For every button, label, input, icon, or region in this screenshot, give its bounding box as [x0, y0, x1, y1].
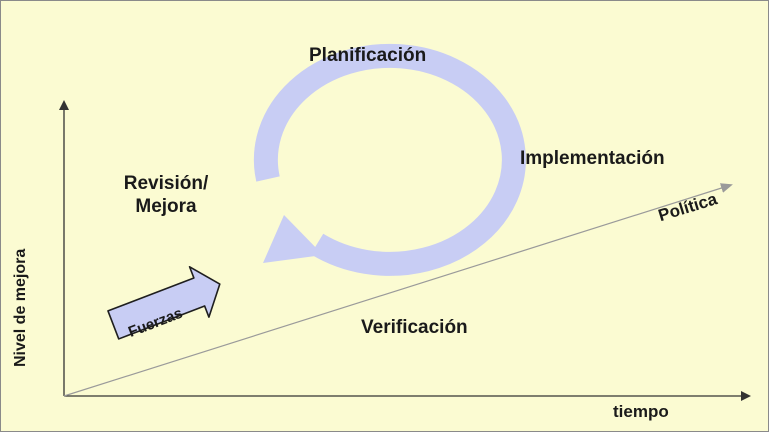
fuerzas-arrow: [107, 265, 221, 340]
label-implementacion: Implementación: [520, 148, 665, 169]
politica-trend-line: [63, 183, 733, 397]
y-axis-label: Nivel de mejora: [12, 248, 29, 367]
x-axis-label: tiempo: [613, 402, 669, 421]
label-revision-mejora: Revisión/ Mejora: [101, 173, 231, 219]
label-planificacion: Planificación: [309, 45, 427, 66]
label-mejora: Mejora: [135, 195, 197, 217]
circular-arrow-icon: [253, 43, 526, 276]
right-arrow-icon: [107, 265, 221, 340]
label-revision: Revisión/: [123, 173, 209, 194]
label-verificacion: Verificación: [361, 317, 468, 338]
